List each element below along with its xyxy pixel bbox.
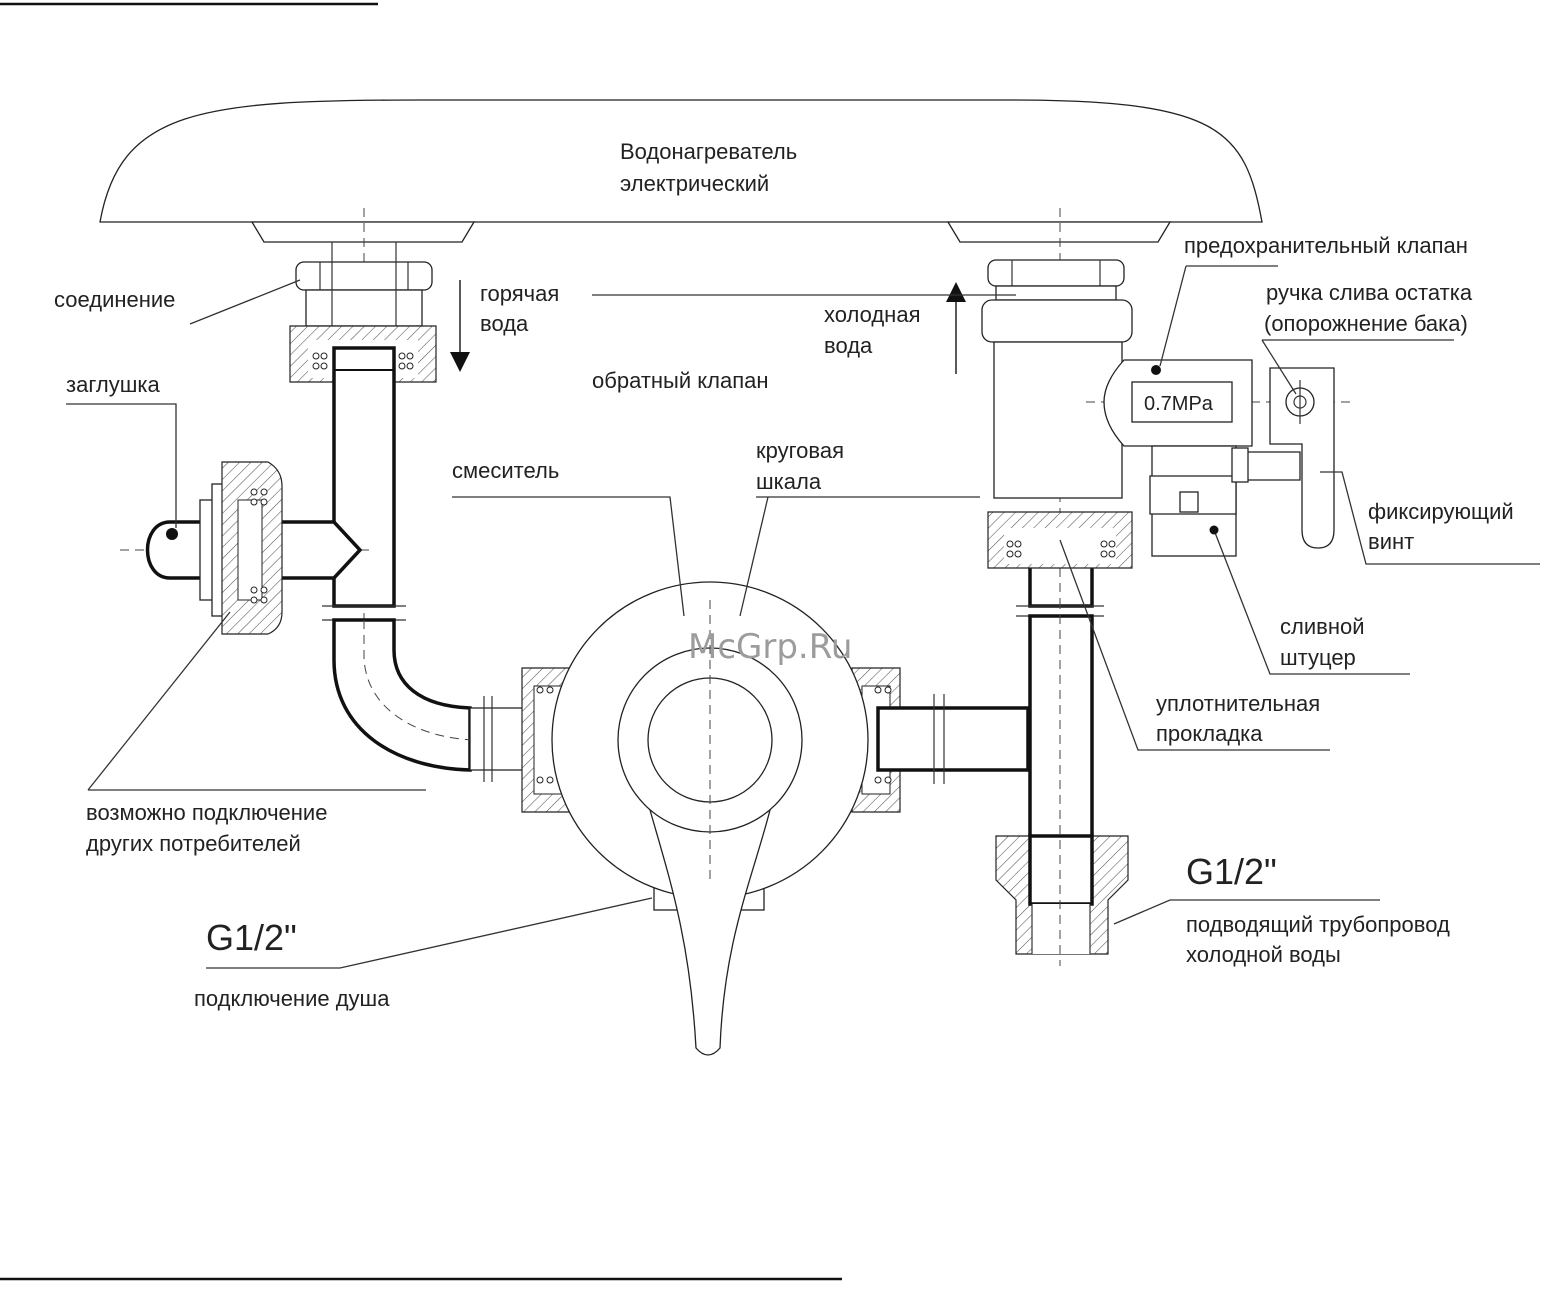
thread-supply-label: G1/2" [1186, 851, 1277, 892]
mixer-label: смеситель [452, 458, 559, 483]
cold-water-connection [981, 208, 1133, 600]
cold-water-arrow-icon [946, 282, 966, 374]
hot-water-label-line2: вода [480, 311, 529, 336]
gauge-plate [1131, 381, 1233, 423]
drain-fitting-label-line2: штуцер [1280, 645, 1356, 670]
check-valve-label: обратный клапан [592, 368, 769, 393]
safety-valve-label: предохранительный клапан [1184, 233, 1468, 258]
cold-water-label-line1: холодная [824, 302, 920, 327]
drain-handle-label-line2: (опорожнение бака) [1264, 311, 1468, 336]
safety-valve-marker-icon [1151, 365, 1161, 375]
supply-label-line2: холодной воды [1186, 942, 1341, 967]
connection-label: соединение [54, 287, 175, 312]
thread-shower-label: G1/2" [206, 917, 297, 958]
cold-water-pipe [876, 534, 1129, 966]
drain-fitting-marker-icon [1209, 525, 1219, 535]
leader-lines [66, 265, 1540, 969]
heater-label-line2: электрический [620, 171, 769, 196]
drain-handle-label-line1: ручка слива остатка [1266, 280, 1473, 305]
dial-label-line1: круговая [756, 438, 844, 463]
gasket-label-line1: уплотнительная [1156, 691, 1320, 716]
hot-water-label-line1: горячая [480, 281, 559, 306]
water-heater-tank [99, 99, 1263, 243]
fixing-screw-label-line1: фиксирующий [1368, 499, 1514, 524]
mixer-lever-handle[interactable] [649, 809, 771, 1056]
supply-label-line1: подводящий трубопровод [1186, 912, 1450, 937]
drain-handle[interactable] [1269, 367, 1335, 549]
gauge-value: 0.7MPa [1144, 393, 1214, 415]
plug-label: заглушка [66, 372, 160, 397]
safety-valve [1086, 359, 1350, 557]
dial-label-line2: шкала [756, 469, 822, 494]
consumers-label-line1: возможно подключение [86, 800, 327, 825]
consumers-label-line2: других потребителей [86, 831, 301, 856]
fixing-screw-label-line2: винт [1368, 529, 1414, 554]
cold-water-label-line2: вода [824, 333, 873, 358]
gasket-label-line2: прокладка [1156, 721, 1263, 746]
mixer [469, 581, 1060, 1056]
watermark: McGrp.Ru [688, 627, 852, 667]
heater-label-line1: Водонагреватель [620, 139, 797, 164]
plug-branch [120, 461, 372, 635]
plug-marker-icon [166, 528, 178, 540]
shower-connection-label: подключение душа [194, 986, 390, 1011]
hot-water-arrow-icon [450, 280, 470, 372]
drain-fitting-label-line1: сливной [1280, 614, 1365, 639]
